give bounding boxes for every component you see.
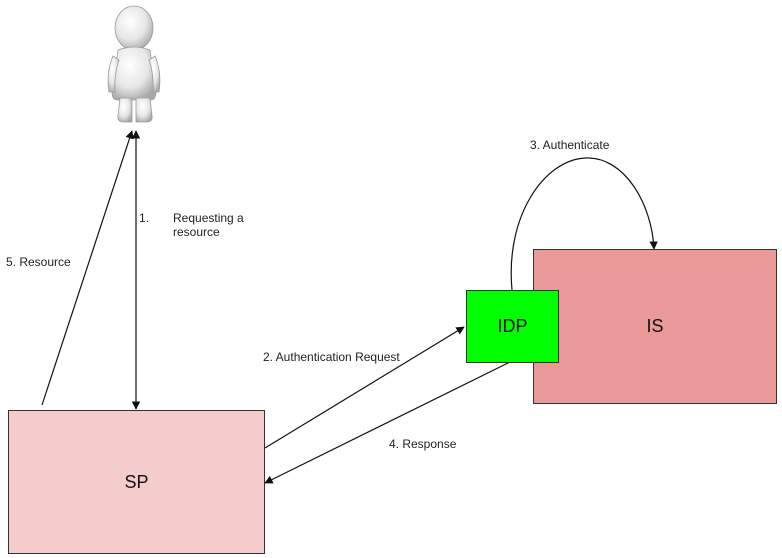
- sp-label: SP: [124, 471, 149, 492]
- idp-node: IDP: [466, 290, 559, 363]
- edge-authenticate: [510, 157, 658, 291]
- step1-label: Requesting a resource: [173, 211, 244, 239]
- edge-response: [264, 361, 511, 484]
- is-node: IS: [533, 249, 777, 404]
- step5-label: 5. Resource: [6, 255, 71, 269]
- idp-label: IDP: [497, 316, 528, 336]
- user-figure-icon: [107, 5, 161, 123]
- step4-label: 4. Response: [389, 437, 457, 451]
- edge-authentication-request: [264, 326, 465, 449]
- sp-node: SP: [8, 410, 265, 554]
- step3-label: 3. Authenticate: [530, 138, 610, 152]
- step1-number: 1.: [139, 211, 150, 225]
- edge-resource: [41, 130, 134, 406]
- step2-label: 2. Authentication Request: [263, 350, 400, 364]
- is-label: IS: [646, 316, 664, 336]
